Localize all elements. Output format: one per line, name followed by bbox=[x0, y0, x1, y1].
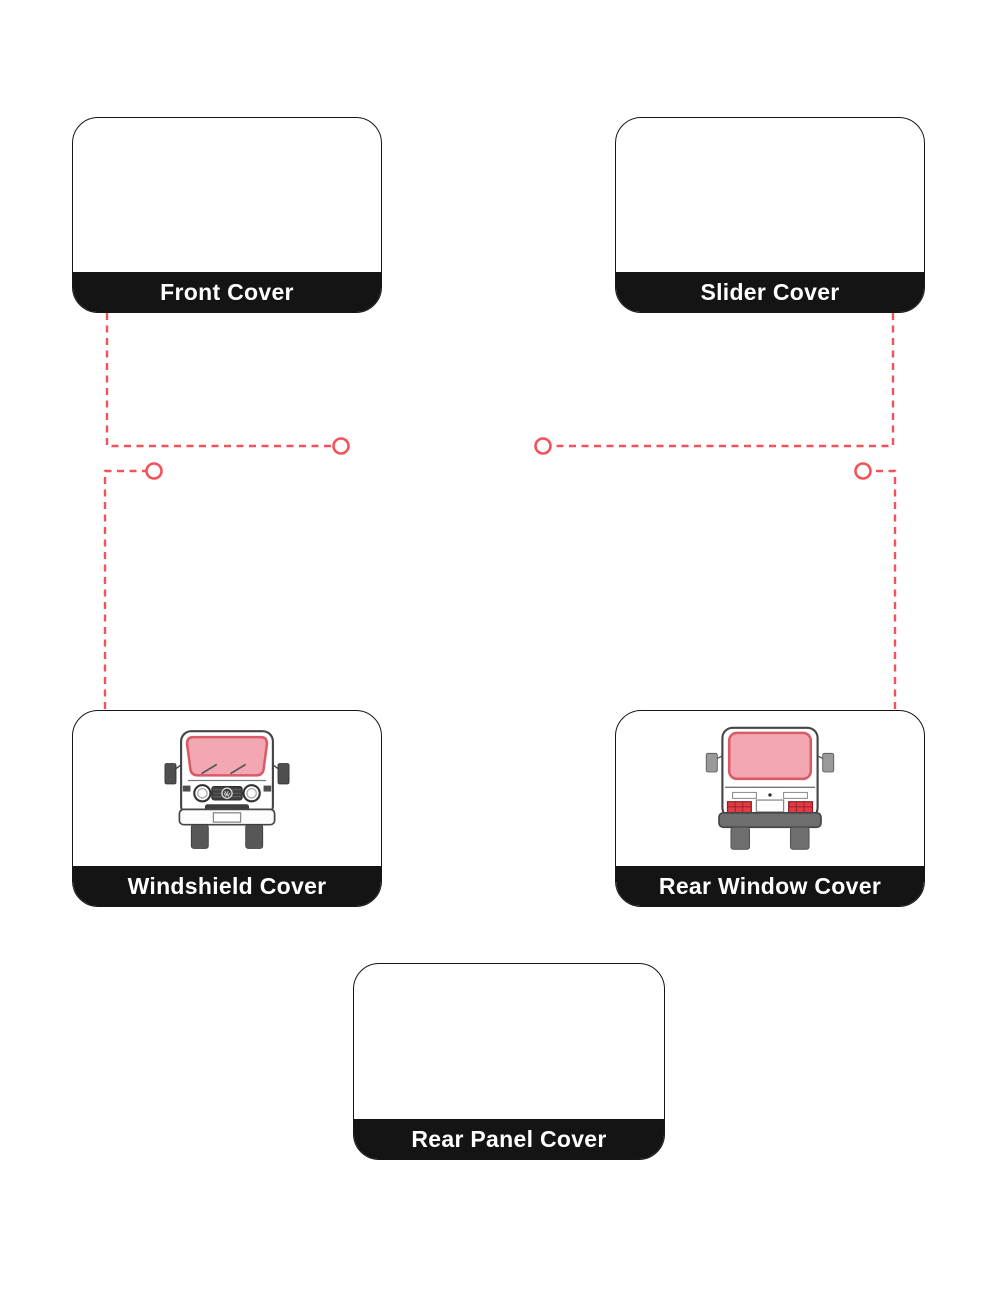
van-rear-icon bbox=[685, 721, 855, 857]
card-label-text: Rear Window Cover bbox=[658, 872, 882, 899]
card-label-bar: Windshield Cover bbox=[73, 866, 381, 906]
card-label-text: Front Cover bbox=[160, 278, 294, 305]
card-slider-cover[interactable]: Slider Cover bbox=[615, 117, 925, 313]
card-rear-window-cover[interactable]: Rear Window Cover bbox=[615, 710, 925, 907]
main-van-illustration bbox=[95, 368, 905, 713]
van-side-icon bbox=[391, 991, 627, 1092]
van-side-thumbnail-rear-panel bbox=[354, 964, 664, 1119]
card-label-text: Slider Cover bbox=[700, 278, 840, 305]
van-front-icon bbox=[142, 721, 312, 857]
card-label-bar: Front Cover bbox=[73, 272, 381, 312]
van-side-icon bbox=[652, 145, 888, 246]
van-rear-thumbnail bbox=[616, 711, 924, 866]
card-label-bar: Rear Panel Cover bbox=[354, 1119, 664, 1159]
card-label-text: Windshield Cover bbox=[127, 872, 327, 899]
van-front-thumbnail bbox=[73, 711, 381, 866]
card-rear-panel-cover[interactable]: Rear Panel Cover bbox=[353, 963, 665, 1160]
van-side-icon bbox=[109, 145, 345, 246]
card-label-bar: Rear Window Cover bbox=[616, 866, 924, 906]
card-front-cover[interactable]: Front Cover bbox=[72, 117, 382, 313]
van-side-thumbnail-front bbox=[73, 118, 381, 272]
card-windshield-cover[interactable]: Windshield Cover bbox=[72, 710, 382, 907]
card-label-bar: Slider Cover bbox=[616, 272, 924, 312]
van-side-thumbnail-slider bbox=[616, 118, 924, 272]
card-label-text: Rear Panel Cover bbox=[411, 1125, 607, 1152]
